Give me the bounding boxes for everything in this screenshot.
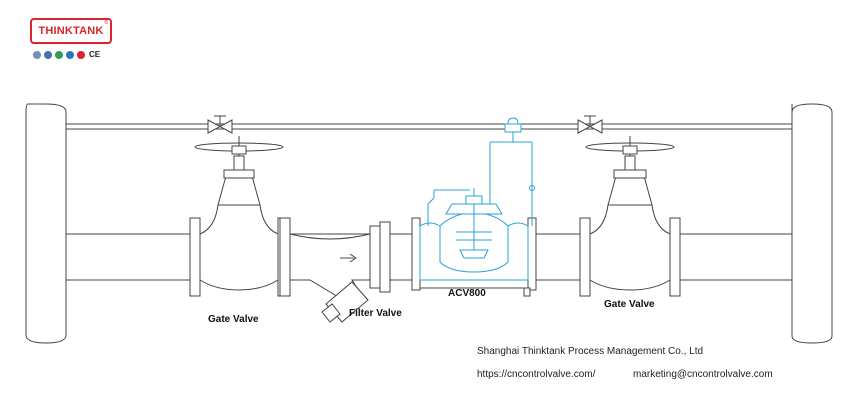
certification-row: CE bbox=[33, 50, 100, 59]
cert-badge-icon bbox=[77, 50, 85, 59]
right-tank bbox=[791, 103, 833, 344]
registered-mark: ® bbox=[104, 20, 108, 26]
website-link[interactable]: https://cncontrolvalve.com/ bbox=[477, 369, 596, 380]
gate-valve-right-drawing bbox=[579, 136, 681, 297]
ce-mark: CE bbox=[89, 50, 101, 59]
filter-valve-drawing bbox=[279, 217, 391, 323]
email-link[interactable]: marketing@cncontrolvalve.com bbox=[633, 369, 773, 380]
acv800-label: ACV800 bbox=[448, 288, 486, 299]
filter-valve-label: Filter Valve bbox=[349, 308, 402, 319]
top-valve-right bbox=[577, 115, 603, 134]
gate-valve-left-drawing bbox=[189, 136, 289, 297]
top-valve-left bbox=[207, 115, 233, 134]
brand-logo-text: THINKTANK bbox=[38, 25, 104, 37]
cert-badge-icon bbox=[66, 50, 74, 59]
left-tank bbox=[25, 103, 67, 344]
gate-valve-left-label: Gate Valve bbox=[208, 314, 259, 325]
company-name: Shanghai Thinktank Process Management Co… bbox=[477, 346, 704, 357]
cert-badge-icon bbox=[55, 50, 63, 59]
cert-badge-icon bbox=[33, 50, 41, 59]
acv800-pilot-drawing bbox=[419, 117, 535, 281]
cert-badge-icon bbox=[44, 50, 52, 59]
gate-valve-right-label: Gate Valve bbox=[604, 299, 655, 310]
brand-logo: THINKTANK ® bbox=[30, 18, 112, 44]
